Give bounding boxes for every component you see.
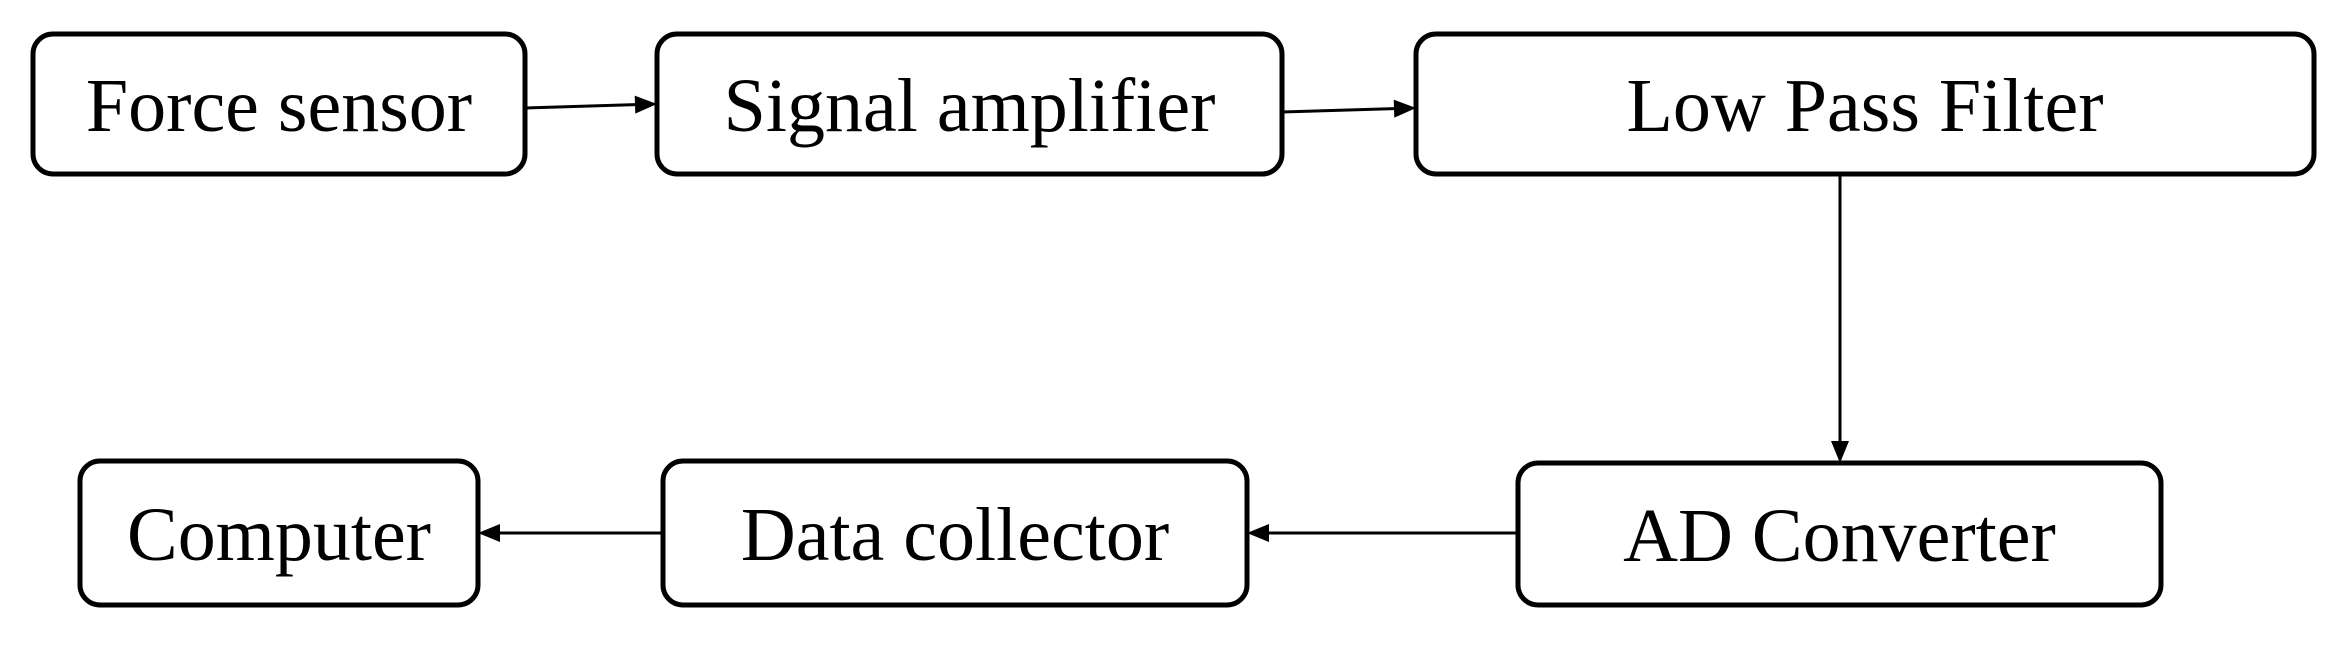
arrow-low-pass-filter-to-ad-converter: [1831, 174, 1849, 463]
arrow-line: [1281, 107, 1395, 114]
arrowhead: [1247, 524, 1269, 542]
node-box: [1413, 31, 2317, 177]
node-box: [660, 458, 1250, 608]
arrowhead: [1393, 99, 1416, 118]
arrowhead: [1831, 441, 1849, 463]
node-label: AD Converter: [1623, 494, 2056, 578]
node-force-sensor: Force sensor: [30, 31, 528, 177]
arrow-force-sensor-to-signal-amplifier: [524, 95, 657, 114]
node-computer: Computer: [77, 458, 481, 608]
edges-layer: [478, 95, 1849, 542]
node-label: Force sensor: [86, 64, 472, 148]
node-box: [654, 31, 1285, 177]
node-box: [30, 31, 528, 177]
node-ad-converter: AD Converter: [1515, 460, 2164, 608]
nodes-layer: Force sensor Signal amplifier Low Pass Fil…: [30, 31, 2317, 608]
arrow-data-collector-to-computer: [478, 524, 663, 542]
node-label: Low Pass Filter: [1626, 64, 2103, 148]
node-label: Data collector: [741, 493, 1169, 577]
node-box: [77, 458, 481, 608]
arrow-ad-converter-to-data-collector: [1247, 524, 1518, 542]
arrow-line: [524, 103, 636, 110]
node-box: [1515, 460, 2164, 608]
node-low-pass-filter: Low Pass Filter: [1413, 31, 2317, 177]
node-data-collector: Data collector: [660, 458, 1250, 608]
arrowhead: [478, 524, 500, 542]
node-signal-amplifier: Signal amplifier: [654, 31, 1285, 177]
arrowhead: [634, 95, 657, 114]
arrow-signal-amplifier-to-low-pass-filter: [1281, 99, 1416, 118]
node-label: Signal amplifier: [724, 64, 1216, 148]
node-label: Computer: [127, 493, 431, 577]
